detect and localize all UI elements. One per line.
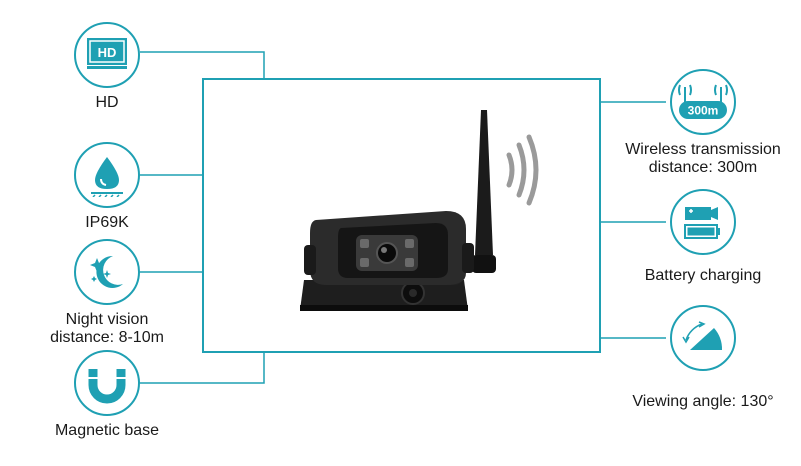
feature-night-vision: Night vision distance: 8-10m — [22, 239, 192, 347]
product-frame — [202, 78, 601, 353]
viewing-angle-icon — [670, 305, 736, 371]
feature-wireless-transmission: 300m Wireless transmission distance: 300… — [618, 69, 788, 177]
battery-charging-icon — [670, 189, 736, 255]
feature-label-ip69k: IP69K — [85, 214, 129, 231]
feature-battery-charging: Battery charging — [618, 189, 788, 285]
svg-text:300m: 300m — [688, 104, 719, 118]
wireless-camera-image — [300, 110, 539, 311]
feature-label-battery-charging: Battery charging — [644, 267, 762, 284]
hd-monitor-icon: HD — [74, 22, 140, 88]
feature-label-night-vision: Night vision distance: 8-10m — [50, 311, 164, 346]
magnet-icon — [74, 350, 140, 416]
feature-magnetic-base: Magnetic base — [22, 350, 192, 440]
feature-viewing-angle: Viewing angle: 130° — [618, 305, 788, 411]
signal-waves-icon — [506, 134, 539, 206]
feature-ip69k: IP69K — [22, 142, 192, 232]
feature-hd: HD HD — [22, 22, 192, 112]
svg-text:HD: HD — [98, 45, 117, 60]
moon-stars-icon — [74, 239, 140, 305]
feature-label-wireless-transmission: Wireless transmission distance: 300m — [625, 141, 781, 176]
feature-label-hd: HD — [95, 94, 119, 111]
feature-label-viewing-angle: Viewing angle: 130° — [632, 393, 774, 410]
wifi-antenna-icon: 300m — [670, 69, 736, 135]
water-drop-icon — [74, 142, 140, 208]
feature-label-magnetic-base: Magnetic base — [54, 422, 160, 439]
